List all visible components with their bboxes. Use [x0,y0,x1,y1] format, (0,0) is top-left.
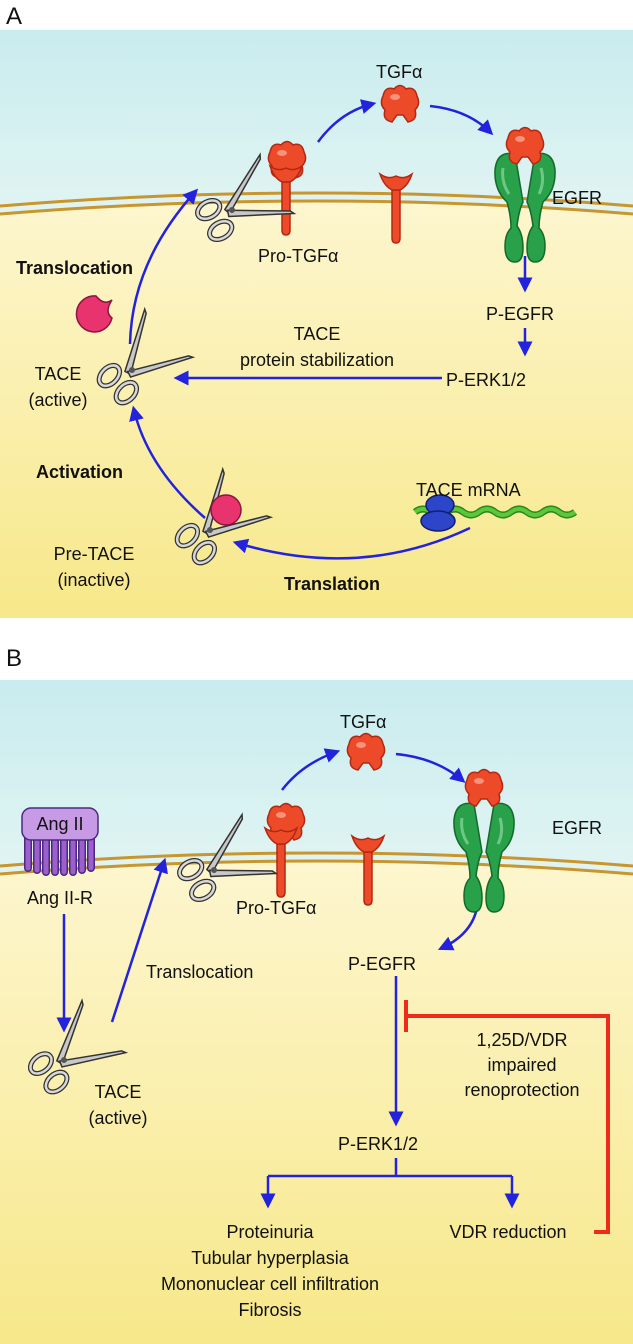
outcome-fibrosis: Fibrosis [238,1300,301,1320]
b-p-erk-label: P-ERK1/2 [338,1134,418,1154]
panel-b-cytoplasm-bg [0,860,633,1344]
ang-ii-badge [21,807,99,841]
arrow-b-branch [268,1158,512,1178]
released-prodomain-icon [75,295,113,333]
inhibition-line [406,1014,610,1234]
outcome-mononuclear-infiltration: Mononuclear cell infiltration [161,1274,379,1294]
ribosome-icon [420,494,456,532]
pro-tgfa-label: Pro-TGFα [258,246,338,266]
b-tace-active-label-2: (active) [88,1108,147,1128]
outcome-proteinuria: Proteinuria [226,1222,314,1242]
panel-b: B TGFα EGFR [0,645,633,1344]
p-egfr-label: P-EGFR [486,304,554,324]
pre-tace-label-2: (inactive) [57,570,130,590]
ang-ii-r-label: Ang II-R [27,888,93,908]
tgfa-label: TGFα [376,62,422,82]
arrow-b-ligand-release [281,748,341,791]
b-p-egfr-label: P-EGFR [348,954,416,974]
arrow-activation [129,405,206,519]
b-tace-active-label-1: TACE [95,1082,142,1102]
pre-tace-label-1: Pre-TACE [54,544,135,564]
panel-b-extracellular-bg [0,680,633,890]
translocation-label: Translocation [16,258,133,278]
b-translocation-label: Translocation [146,962,253,982]
b-egfr-label: EGFR [552,818,602,838]
p-erk-label: P-ERK1/2 [446,370,526,390]
arrow-ligand-to-egfr [429,104,494,136]
b-tgfa-label: TGFα [340,712,386,732]
egfr-label: EGFR [552,188,602,208]
b-pro-tgfa-label: Pro-TGFα [236,898,316,918]
vdr-label-1: 1,25D/VDR [476,1030,567,1050]
tace-stabilization-label-2: protein stabilization [240,350,394,370]
tace-active-label-2: (active) [28,390,87,410]
arrow-ligand-release [316,99,377,143]
panel-a: A TGFα [0,3,633,618]
vdr-reduction-label: VDR reduction [449,1222,566,1242]
pre-tace-prodomain-icon [210,494,242,526]
tace-mrna-label: TACE mRNA [416,480,521,500]
vdr-label-2: impaired [487,1055,556,1075]
outcome-tubular-hyperplasia: Tubular hyperplasia [191,1248,349,1268]
arrow-translation [232,526,471,560]
arrow-b-translocation [110,857,168,1023]
panel-a-letter: A [6,3,22,30]
arrow-b-ligand-to-egfr [395,752,466,783]
activation-label: Activation [36,462,123,482]
panel-b-letter: B [6,645,22,672]
ang-ii-label: Ang II [36,814,83,834]
tace-stabilization-label-1: TACE [294,324,341,344]
arrow-translocation [128,188,199,345]
tace-active-label-1: TACE [35,364,82,384]
translation-label: Translation [284,574,380,594]
vdr-label-3: renoprotection [464,1080,579,1100]
ang-ii-receptor-icon [24,828,95,876]
